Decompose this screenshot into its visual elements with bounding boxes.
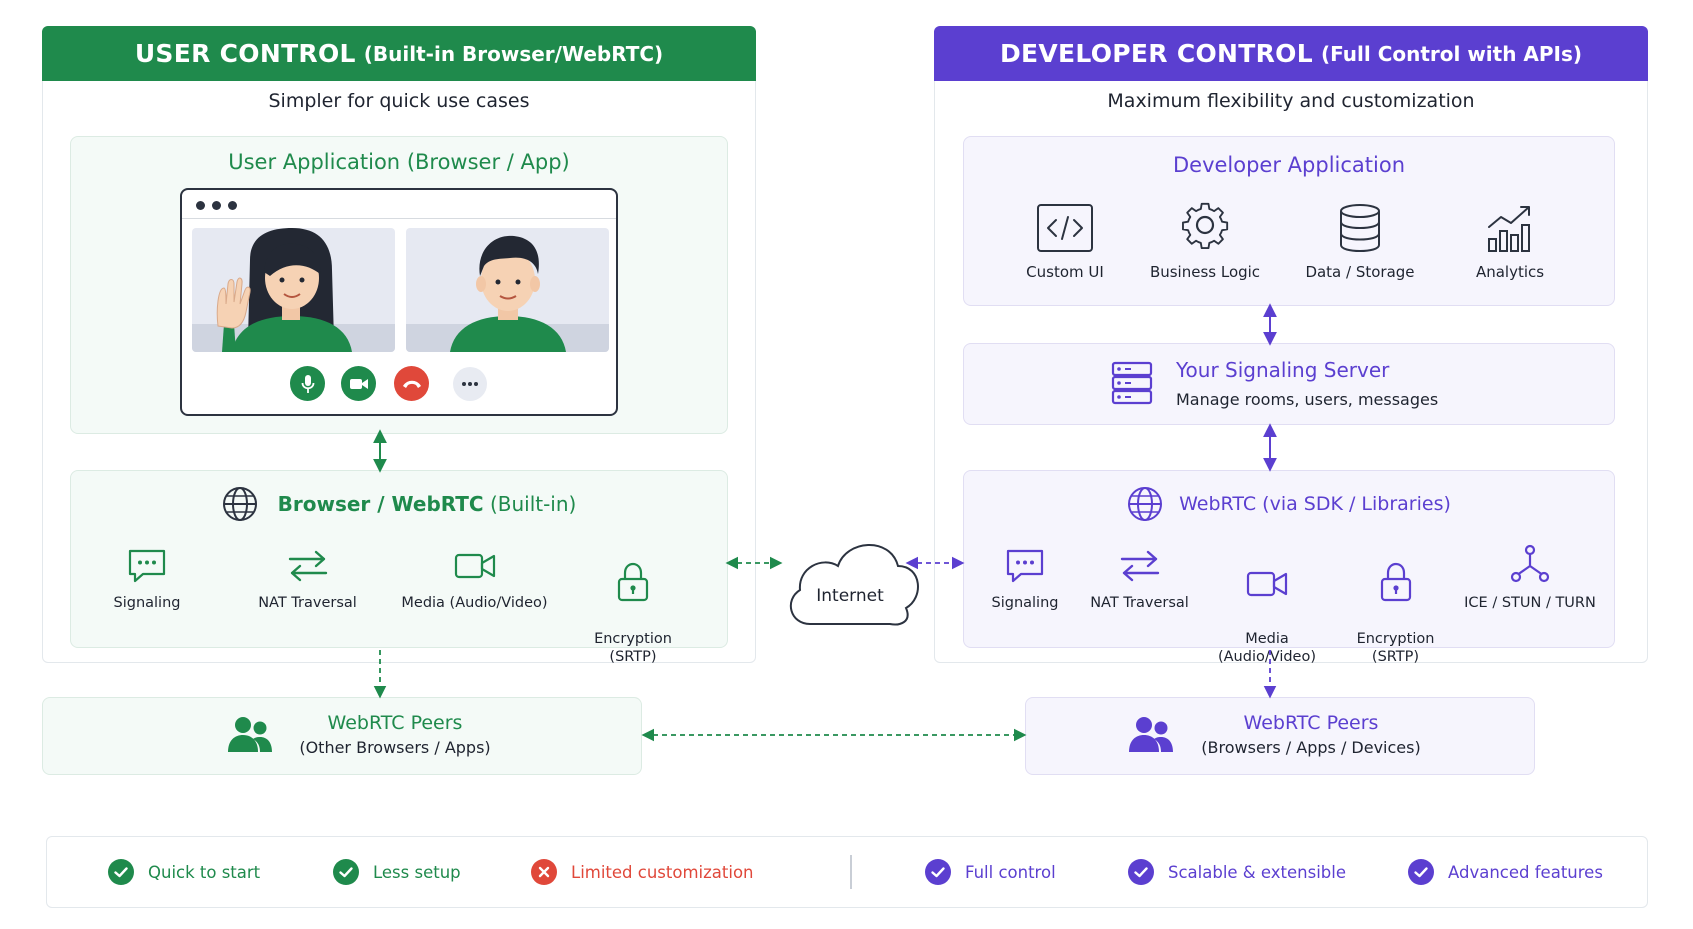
right-peers-text: WebRTC Peers (Browsers / Apps / Devices) bbox=[1201, 712, 1421, 757]
legend-bar bbox=[46, 836, 1648, 908]
feature-signaling: Signaling bbox=[985, 548, 1065, 612]
legend-item-less-setup: Less setup bbox=[333, 859, 461, 885]
developer-control-title: DEVELOPER CONTROL bbox=[999, 39, 1313, 68]
man-avatar-icon bbox=[406, 235, 609, 352]
check-circle-icon bbox=[108, 859, 134, 885]
video-camera-icon bbox=[454, 553, 495, 579]
legend-item-quick-to-start: Quick to start bbox=[108, 859, 260, 885]
swap-arrows-icon bbox=[1120, 550, 1159, 582]
app-item-custom-ui: Custom UI bbox=[1010, 203, 1120, 281]
network-icon bbox=[1510, 544, 1550, 583]
database-icon bbox=[1340, 204, 1380, 253]
user-application-title: User Application (Browser / App) bbox=[228, 150, 570, 174]
users-icon bbox=[1129, 717, 1173, 752]
swap-arrows-icon bbox=[288, 550, 327, 582]
legend-item-limited-customization: Limited customization bbox=[531, 859, 754, 885]
video-camera-icon bbox=[1246, 571, 1288, 597]
legend-item-advanced-features: Advanced features bbox=[1408, 859, 1603, 885]
cross-circle-icon bbox=[531, 859, 557, 885]
feature-signaling: Signaling bbox=[92, 548, 202, 612]
globe-icon bbox=[1128, 487, 1163, 521]
webrtc-sdk-header: WebRTC (via SDK / Libraries) bbox=[963, 486, 1615, 522]
app-item-business-logic: Business Logic bbox=[1140, 202, 1270, 281]
internet-cloud-icon bbox=[789, 544, 919, 626]
participant-video-tile bbox=[406, 228, 609, 352]
internet-label: Internet bbox=[816, 586, 884, 606]
code-icon bbox=[1037, 204, 1093, 252]
user-control-subtitle-paren: (Built-in Browser/WebRTC) bbox=[363, 41, 664, 66]
window-dot-icon bbox=[212, 201, 221, 210]
feature-media: Media (Audio/Video) bbox=[1212, 548, 1322, 666]
video-camera-icon bbox=[349, 378, 368, 389]
left-webrtc-peers-box bbox=[42, 697, 642, 775]
participant-video-tile bbox=[192, 228, 395, 352]
developer-control-subtitle-paren: (Full Control with APIs) bbox=[1320, 41, 1583, 66]
legend-item-full-control: Full control bbox=[925, 859, 1056, 885]
microphone-icon bbox=[301, 374, 314, 393]
hang-up-icon bbox=[402, 380, 421, 388]
check-circle-icon bbox=[333, 859, 359, 885]
legend-item-scalable: Scalable & extensible bbox=[1128, 859, 1346, 885]
user-control-header: USER CONTROL (Built-in Browser/WebRTC) bbox=[42, 26, 756, 81]
window-dot-icon bbox=[228, 201, 237, 210]
camera-button[interactable] bbox=[341, 366, 376, 401]
globe-icon bbox=[222, 487, 257, 521]
analytics-icon bbox=[1488, 206, 1530, 252]
app-item-data-storage: Data / Storage bbox=[1295, 203, 1425, 281]
developer-control-tagline: Maximum flexibility and customization bbox=[1107, 90, 1475, 112]
feature-nat-traversal: NAT Traversal bbox=[245, 548, 370, 612]
user-control-tagline: Simpler for quick use cases bbox=[268, 90, 530, 112]
webrtc-sdk-box bbox=[963, 470, 1615, 648]
right-webrtc-peers-box bbox=[1025, 697, 1535, 775]
app-item-analytics: Analytics bbox=[1455, 203, 1565, 281]
lock-icon bbox=[1380, 562, 1411, 602]
feature-encryption: Encryption (SRTP) bbox=[578, 544, 688, 666]
microphone-button[interactable] bbox=[290, 366, 325, 401]
more-dots-icon bbox=[462, 382, 478, 386]
feature-encryption: Encryption (SRTP) bbox=[1343, 544, 1448, 666]
lock-icon bbox=[617, 562, 649, 602]
check-circle-icon bbox=[925, 859, 951, 885]
user-control-title: USER CONTROL bbox=[134, 39, 356, 68]
check-circle-icon bbox=[1128, 859, 1154, 885]
chat-icon bbox=[128, 549, 166, 583]
more-options-button[interactable] bbox=[453, 367, 487, 401]
feature-ice-stun-turn: ICE / STUN / TURN bbox=[1460, 544, 1600, 612]
feature-nat-traversal: NAT Traversal bbox=[1082, 548, 1197, 612]
browser-webrtc-box bbox=[70, 470, 728, 648]
check-circle-icon bbox=[1408, 859, 1434, 885]
developer-control-header: DEVELOPER CONTROL (Full Control with API… bbox=[934, 26, 1648, 81]
signaling-server-box bbox=[963, 343, 1615, 425]
signaling-server-text: Your Signaling Server Manage rooms, user… bbox=[1176, 358, 1439, 409]
server-icon bbox=[1111, 361, 1153, 405]
feature-media: Media (Audio/Video) bbox=[392, 548, 557, 612]
developer-application-title: Developer Application bbox=[1172, 153, 1405, 177]
left-peers-text: WebRTC Peers (Other Browsers / Apps) bbox=[299, 712, 491, 757]
users-icon bbox=[228, 717, 272, 752]
browser-webrtc-header: Browser / WebRTC (Built-in) bbox=[70, 486, 728, 522]
window-dot-icon bbox=[196, 201, 205, 210]
end-call-button[interactable] bbox=[394, 366, 429, 401]
legend-divider bbox=[850, 855, 852, 889]
woman-avatar-icon bbox=[192, 228, 395, 352]
chat-icon bbox=[1006, 549, 1044, 583]
gear-icon bbox=[1182, 202, 1229, 249]
